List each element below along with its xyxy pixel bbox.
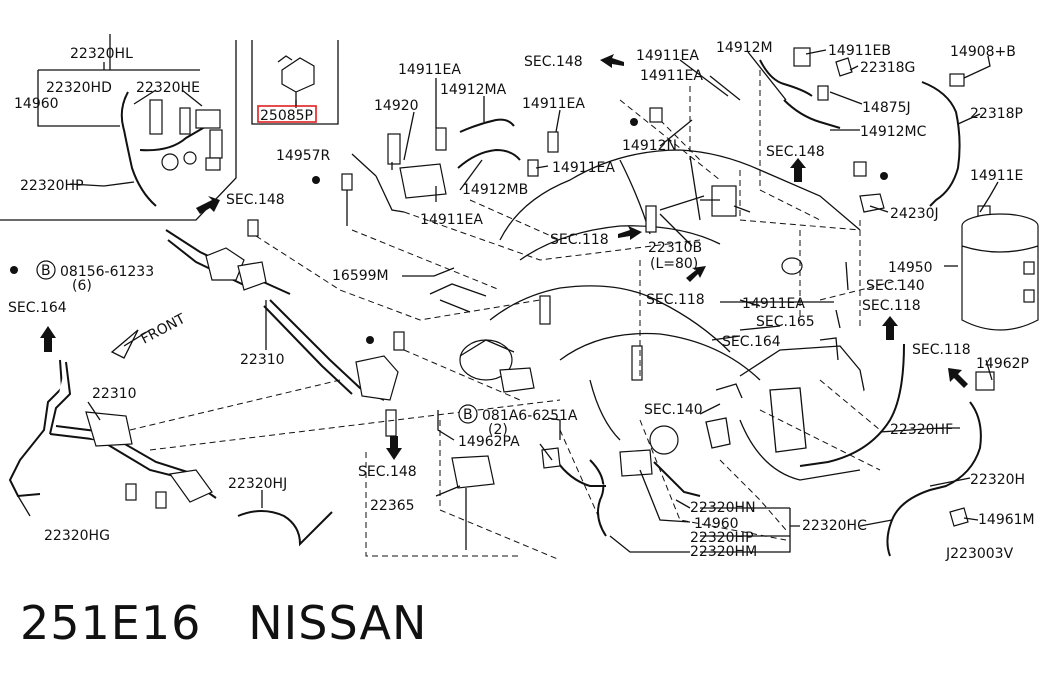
label-22320HD: 22320HD: [46, 80, 112, 96]
bolt-markers: [10, 107, 888, 344]
label-22310B: 22310B: [648, 240, 702, 256]
label-14912MC: 14912MC: [860, 124, 927, 140]
label-22320HF: 22320HF: [890, 422, 953, 438]
label-22320HP-bottom: 22320HP: [690, 530, 754, 546]
label-22320HP-inset: 22320HP: [20, 178, 84, 194]
label-sec118-d: SEC.118: [912, 342, 971, 358]
label-22320HL: 22320HL: [70, 46, 133, 62]
label-sec118-b: SEC.118: [646, 292, 705, 308]
label-16599M: 16599M: [332, 268, 389, 284]
circle-b-symbols: B B: [36, 260, 478, 424]
label-14950: 14950: [888, 260, 933, 276]
label-ref-081A6-qty: (2): [488, 422, 508, 438]
label-14961M: 14961M: [978, 512, 1035, 528]
tube-assembly-22310: [8, 219, 405, 547]
label-bolt-qty: (6): [72, 278, 92, 294]
label-22310-left: 22310: [92, 386, 137, 402]
label-sec118-a: SEC.118: [550, 232, 609, 248]
label-14911EA-4: 14911EA: [522, 96, 585, 112]
label-22320HN: 22320HN: [690, 500, 756, 516]
right-hoses: [759, 47, 1039, 331]
arrows: [40, 54, 968, 460]
label-22318P: 22318P: [970, 106, 1023, 122]
label-14962P: 14962P: [976, 356, 1029, 372]
label-22320H: 22320H: [970, 472, 1025, 488]
label-25085P: 25085P: [260, 108, 313, 124]
label-sec140-a: SEC.140: [866, 278, 925, 294]
label-22310-mid: 22310: [240, 352, 285, 368]
label-14911EB: 14911EB: [828, 43, 891, 59]
label-sec148-a: SEC.148: [524, 54, 583, 70]
label-14908B: 14908+B: [950, 44, 1016, 60]
label-sec165: SEC.165: [756, 314, 815, 330]
b-symbol-2: B: [463, 407, 473, 423]
label-sec118-c: SEC.118: [862, 298, 921, 314]
label-22320HE: 22320HE: [136, 80, 200, 96]
label-ref-081A6: 081A6-6251A: [482, 408, 578, 424]
label-22318G: 22318G: [860, 60, 915, 76]
label-sec148-d: SEC.148: [358, 464, 417, 480]
part-labels: 22320HL 22320HD 22320HE 14960 22320HP 25…: [8, 40, 1035, 562]
label-22320HG: 22320HG: [44, 528, 110, 544]
label-22365: 22365: [370, 498, 415, 514]
highlight-box: [257, 105, 317, 123]
label-14957R: 14957R: [276, 148, 331, 164]
label-14912N: 14912N: [622, 138, 677, 154]
label-14962PA: 14962PA: [458, 434, 520, 450]
dashed-leaders: [129, 70, 901, 561]
label-sec140-b: SEC.140: [644, 402, 703, 418]
inset-sensor: [257, 55, 317, 123]
lower-right-hoses: [385, 283, 995, 557]
label-14911EA-5: 14911EA: [636, 48, 699, 64]
label-sec164-b: SEC.164: [722, 334, 781, 350]
label-diagram-id: J223003V: [945, 546, 1014, 562]
label-L80: (L=80): [650, 256, 698, 272]
upper-hoses: [341, 118, 559, 226]
engine-outline: [489, 149, 871, 481]
caption-part-brand: 251E16 NISSAN: [20, 596, 428, 650]
label-14911EA-6: 14911EA: [640, 68, 703, 84]
label-14911E: 14911E: [970, 168, 1023, 184]
label-22320HC: 22320HC: [802, 518, 867, 534]
inset-hose-assembly: [37, 34, 223, 207]
label-14911EA-1: 14911EA: [398, 62, 461, 78]
b-symbol-1: B: [41, 263, 51, 279]
label-14911EA-2: 14911EA: [420, 212, 483, 228]
label-14912MB: 14912MB: [462, 182, 528, 198]
label-14912MA: 14912MA: [440, 82, 507, 98]
label-14911EA-7: 14911EA: [742, 296, 805, 312]
label-14960-inset: 14960: [14, 96, 59, 112]
label-bolt-ref: 08156-61233: [60, 264, 154, 280]
label-22320HJ: 22320HJ: [228, 476, 287, 492]
label-22320HM: 22320HM: [690, 544, 757, 560]
label-front: FRONT: [138, 311, 188, 348]
leader-lines: [17, 49, 999, 553]
label-14911EA-3: 14911EA: [552, 160, 615, 176]
label-14912M: 14912M: [716, 40, 773, 56]
label-24230J: 24230J: [890, 206, 939, 222]
label-sec164-a: SEC.164: [8, 300, 67, 316]
label-14960-bottom: 14960: [694, 516, 739, 532]
label-sec148-c: SEC.148: [226, 192, 285, 208]
label-14920: 14920: [374, 98, 419, 114]
label-14875J: 14875J: [862, 100, 911, 116]
label-sec148-b: SEC.148: [766, 144, 825, 160]
